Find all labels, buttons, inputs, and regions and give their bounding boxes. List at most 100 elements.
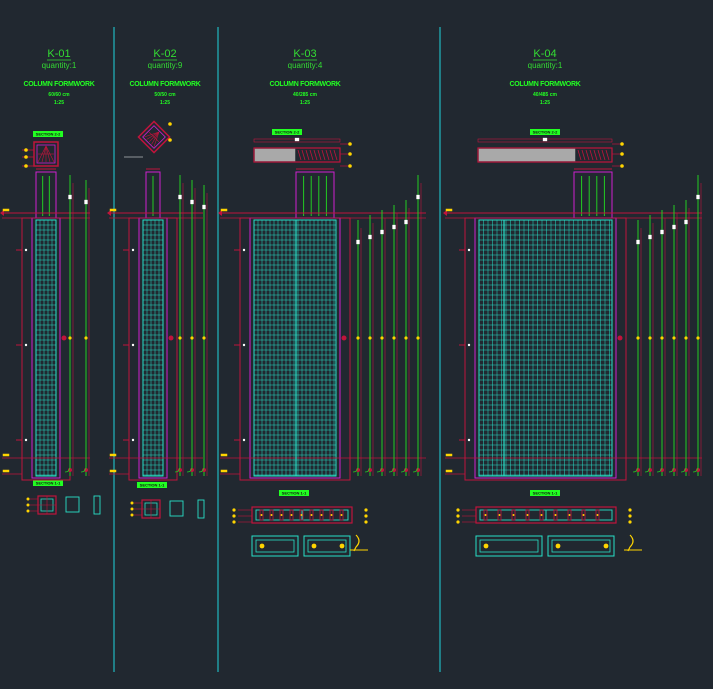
rebar-tag bbox=[416, 194, 420, 200]
panel-id: K-03 bbox=[293, 48, 316, 60]
tie-line bbox=[325, 149, 330, 161]
rebar-marker bbox=[660, 336, 664, 340]
section-2-2-detail bbox=[477, 147, 613, 163]
tie-line bbox=[317, 149, 322, 161]
rebar-hook bbox=[656, 465, 663, 473]
level-arrow-icon bbox=[443, 210, 447, 216]
rebar-hook-marker bbox=[684, 468, 688, 472]
section-2-2-detail bbox=[137, 120, 171, 154]
stirrup-shape bbox=[169, 500, 184, 517]
rebar-tag bbox=[392, 224, 396, 230]
stirrup-hook-marker bbox=[339, 543, 345, 549]
rebar-section bbox=[309, 509, 314, 521]
rebar-tag bbox=[380, 229, 384, 235]
tie-line bbox=[305, 149, 310, 161]
panel-quantity: quantity:1 bbox=[528, 61, 563, 70]
rebar-section bbox=[553, 509, 558, 521]
stirrup-shape bbox=[547, 535, 615, 557]
rebar-hook bbox=[80, 465, 87, 473]
rebar-tag bbox=[190, 199, 194, 205]
rebar-marker bbox=[26, 509, 30, 513]
panel-size: 50/50 cm bbox=[154, 92, 176, 98]
rebar-section bbox=[511, 509, 516, 521]
panel-quantity: quantity:9 bbox=[148, 61, 183, 70]
column-reinforcement-mesh bbox=[253, 219, 337, 477]
rebar-marker bbox=[456, 514, 460, 518]
tie-marker bbox=[242, 438, 246, 442]
rebar-marker bbox=[554, 514, 557, 516]
rebar-marker bbox=[348, 152, 352, 156]
rebar-hook bbox=[632, 465, 639, 473]
rebar-marker bbox=[568, 514, 571, 516]
rebar-marker bbox=[620, 142, 624, 146]
section-label: SECTION 2-2 bbox=[275, 130, 300, 135]
panel-size: 40/285 cm bbox=[293, 92, 317, 98]
rebar-section bbox=[497, 509, 502, 521]
stirrup-shape bbox=[475, 535, 543, 557]
column-stub bbox=[573, 171, 613, 219]
tie-line bbox=[329, 149, 334, 161]
level-tag bbox=[445, 469, 453, 473]
rebar-marker bbox=[526, 514, 529, 516]
level-tag bbox=[220, 453, 228, 457]
rebar-marker bbox=[356, 336, 360, 340]
section-1-1-detail bbox=[251, 506, 353, 524]
tie-marker bbox=[467, 438, 471, 442]
panel-scale: 1:25 bbox=[540, 100, 550, 106]
stirrup-shape bbox=[551, 539, 611, 553]
section-formwork bbox=[33, 141, 59, 167]
tie-marker bbox=[131, 248, 135, 252]
rebar-hook bbox=[388, 465, 395, 473]
rebar-marker bbox=[84, 336, 88, 340]
rebar-marker bbox=[232, 514, 236, 518]
level-tag bbox=[109, 208, 117, 212]
tie-line bbox=[148, 131, 160, 143]
section-1-1-detail bbox=[475, 506, 617, 524]
level-arrow-icon bbox=[107, 210, 111, 216]
rebar-marker bbox=[260, 514, 263, 516]
rebar-hook-marker bbox=[636, 468, 640, 472]
tie-marker bbox=[242, 343, 246, 347]
rebar-marker bbox=[348, 142, 352, 146]
rebar-tag bbox=[684, 219, 688, 225]
rebar-marker bbox=[341, 335, 347, 341]
rebar-hook bbox=[364, 465, 371, 473]
rebar-tag bbox=[636, 239, 640, 245]
section-shaded-area bbox=[254, 148, 296, 162]
panel-header-k01: K-01 quantity:1 COLUMN FORMWORK 60/60 cm… bbox=[24, 48, 95, 106]
rebar-hook-marker bbox=[648, 468, 652, 472]
rebar-marker bbox=[348, 164, 352, 168]
stirrup-shape bbox=[65, 496, 80, 513]
rebar-hook bbox=[400, 465, 407, 473]
rebar-marker bbox=[168, 335, 174, 341]
rebar-tag bbox=[672, 224, 676, 230]
tie-marker bbox=[467, 343, 471, 347]
rebar-marker bbox=[24, 155, 28, 159]
tie-marker bbox=[131, 343, 135, 347]
rebar-marker bbox=[416, 336, 420, 340]
rebar-section bbox=[269, 509, 274, 521]
tie-marker bbox=[24, 248, 28, 252]
panel-header-k03: K-03 quantity:4 COLUMN FORMWORK 40/285 c… bbox=[270, 48, 341, 106]
rebar-hook bbox=[692, 465, 699, 473]
rebar-marker bbox=[648, 336, 652, 340]
tie-line bbox=[577, 149, 582, 161]
level-tag bbox=[220, 208, 228, 212]
panel-scale: 1:25 bbox=[160, 100, 170, 106]
rebar-hook bbox=[64, 465, 71, 473]
stirrup-hook-marker bbox=[555, 543, 561, 549]
tie-line bbox=[593, 149, 598, 161]
tie-line bbox=[297, 149, 302, 161]
stirrup-hook-marker bbox=[603, 543, 609, 549]
formwork-outline bbox=[21, 217, 71, 481]
rebar-marker bbox=[364, 520, 368, 524]
rebar-marker bbox=[190, 336, 194, 340]
panel-title: COLUMN FORMWORK bbox=[130, 81, 201, 88]
level-tag bbox=[220, 469, 228, 473]
rebar-hook bbox=[680, 465, 687, 473]
panel-title: COLUMN FORMWORK bbox=[510, 81, 581, 88]
rebar-marker bbox=[696, 336, 700, 340]
rebar-marker bbox=[672, 336, 676, 340]
rebar-hook-marker bbox=[404, 468, 408, 472]
